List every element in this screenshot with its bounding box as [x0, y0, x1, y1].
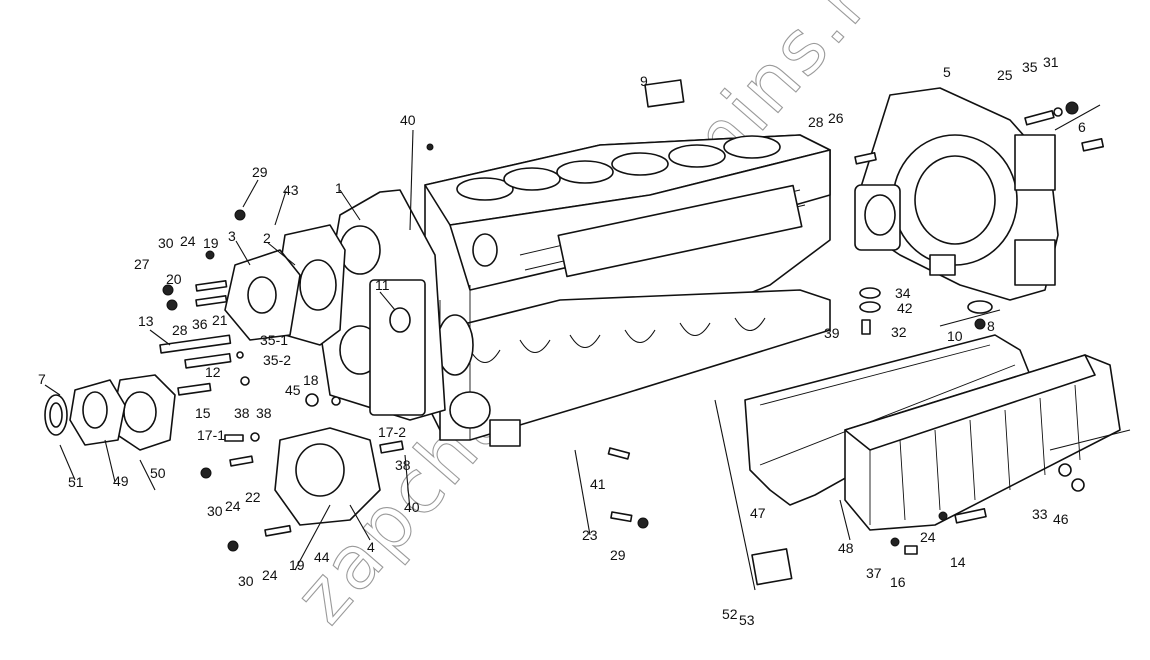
part-label-49: 49 [113, 473, 129, 489]
part-label-28-b: 28 [808, 114, 824, 130]
cylinder-block [424, 134, 831, 447]
part-label-45: 45 [285, 382, 301, 398]
part-label-16: 16 [890, 574, 906, 590]
part-label-6: 6 [1078, 119, 1086, 135]
gear-housing [319, 189, 446, 421]
part-label-1: 1 [335, 180, 343, 196]
part-label-24-b: 24 [225, 498, 241, 514]
part-label-52: 52 [722, 606, 738, 622]
part-label-9: 9 [640, 73, 648, 89]
leader-lines [44, 104, 1131, 591]
part-label-37: 37 [866, 565, 882, 581]
part-label-30: 30 [158, 235, 174, 251]
part-label-23: 23 [582, 527, 598, 543]
part-label-7: 7 [38, 371, 46, 387]
part-label-24-d: 24 [920, 529, 936, 545]
part-label-10: 10 [947, 328, 963, 344]
part-label-42: 42 [897, 300, 913, 316]
part-label-17-1: 17-1 [197, 427, 225, 443]
part-label-5: 5 [943, 64, 951, 80]
part-label-8: 8 [987, 318, 995, 334]
seal-housing [44, 374, 176, 451]
part-label-17-2: 17-2 [378, 424, 406, 440]
part-label-38-a: 38 [256, 405, 272, 421]
part-label-44: 44 [314, 549, 330, 565]
part-label-31: 31 [1043, 54, 1059, 70]
part-label-41: 41 [590, 476, 606, 492]
part-label-13: 13 [138, 313, 154, 329]
part-label-40-b: 40 [404, 499, 420, 515]
water-pump-housing [224, 249, 301, 341]
part-label-47: 47 [750, 505, 766, 521]
part-label-53: 53 [739, 612, 755, 628]
part-label-19: 19 [203, 235, 219, 251]
part-label-12: 12 [205, 364, 221, 380]
part-label-30-c: 30 [238, 573, 254, 589]
part-label-22: 22 [245, 489, 261, 505]
part-label-46: 46 [1053, 511, 1069, 527]
part-label-50: 50 [150, 465, 166, 481]
part-label-32: 32 [891, 324, 907, 340]
part-label-20: 20 [166, 271, 182, 287]
part-label-51: 51 [68, 474, 84, 490]
part-label-34: 34 [895, 285, 911, 301]
rear-cover-plate [274, 427, 381, 526]
part-label-36: 36 [192, 316, 208, 332]
part-label-39: 39 [824, 325, 840, 341]
part-label-27: 27 [134, 256, 150, 272]
part-label-38-b: 38 [234, 405, 250, 421]
fasteners [159, 79, 1105, 586]
part-label-14: 14 [950, 554, 966, 570]
part-label-26: 26 [828, 110, 844, 126]
part-label-30-b: 30 [207, 503, 223, 519]
part-label-35: 35 [1022, 59, 1038, 75]
part-label-2: 2 [263, 230, 271, 246]
part-label-29: 29 [252, 164, 268, 180]
part-label-28: 28 [172, 322, 188, 338]
part-label-48: 48 [838, 540, 854, 556]
part-label-35-1: 35-1 [260, 332, 288, 348]
part-label-21: 21 [212, 312, 228, 328]
part-label-3: 3 [228, 228, 236, 244]
part-label-25: 25 [997, 67, 1013, 83]
part-label-35-2: 35-2 [263, 352, 291, 368]
part-label-11: 11 [375, 277, 390, 293]
flywheel-housing [854, 87, 1059, 301]
part-label-38-c: 38 [395, 457, 411, 473]
part-label-24: 24 [180, 233, 196, 249]
part-label-19-b: 19 [289, 557, 305, 573]
part-label-43: 43 [283, 182, 299, 198]
part-label-15: 15 [195, 405, 211, 421]
part-label-33: 33 [1032, 506, 1048, 522]
part-labels: 9 40 29 43 1 3 2 30 24 19 27 20 11 28 36… [38, 54, 1086, 628]
part-label-24-c: 24 [262, 567, 278, 583]
part-label-18: 18 [303, 372, 319, 388]
oil-pan [844, 354, 1121, 531]
part-label-29-b: 29 [610, 547, 626, 563]
part-label-40: 40 [400, 112, 416, 128]
part-label-4: 4 [367, 539, 375, 555]
